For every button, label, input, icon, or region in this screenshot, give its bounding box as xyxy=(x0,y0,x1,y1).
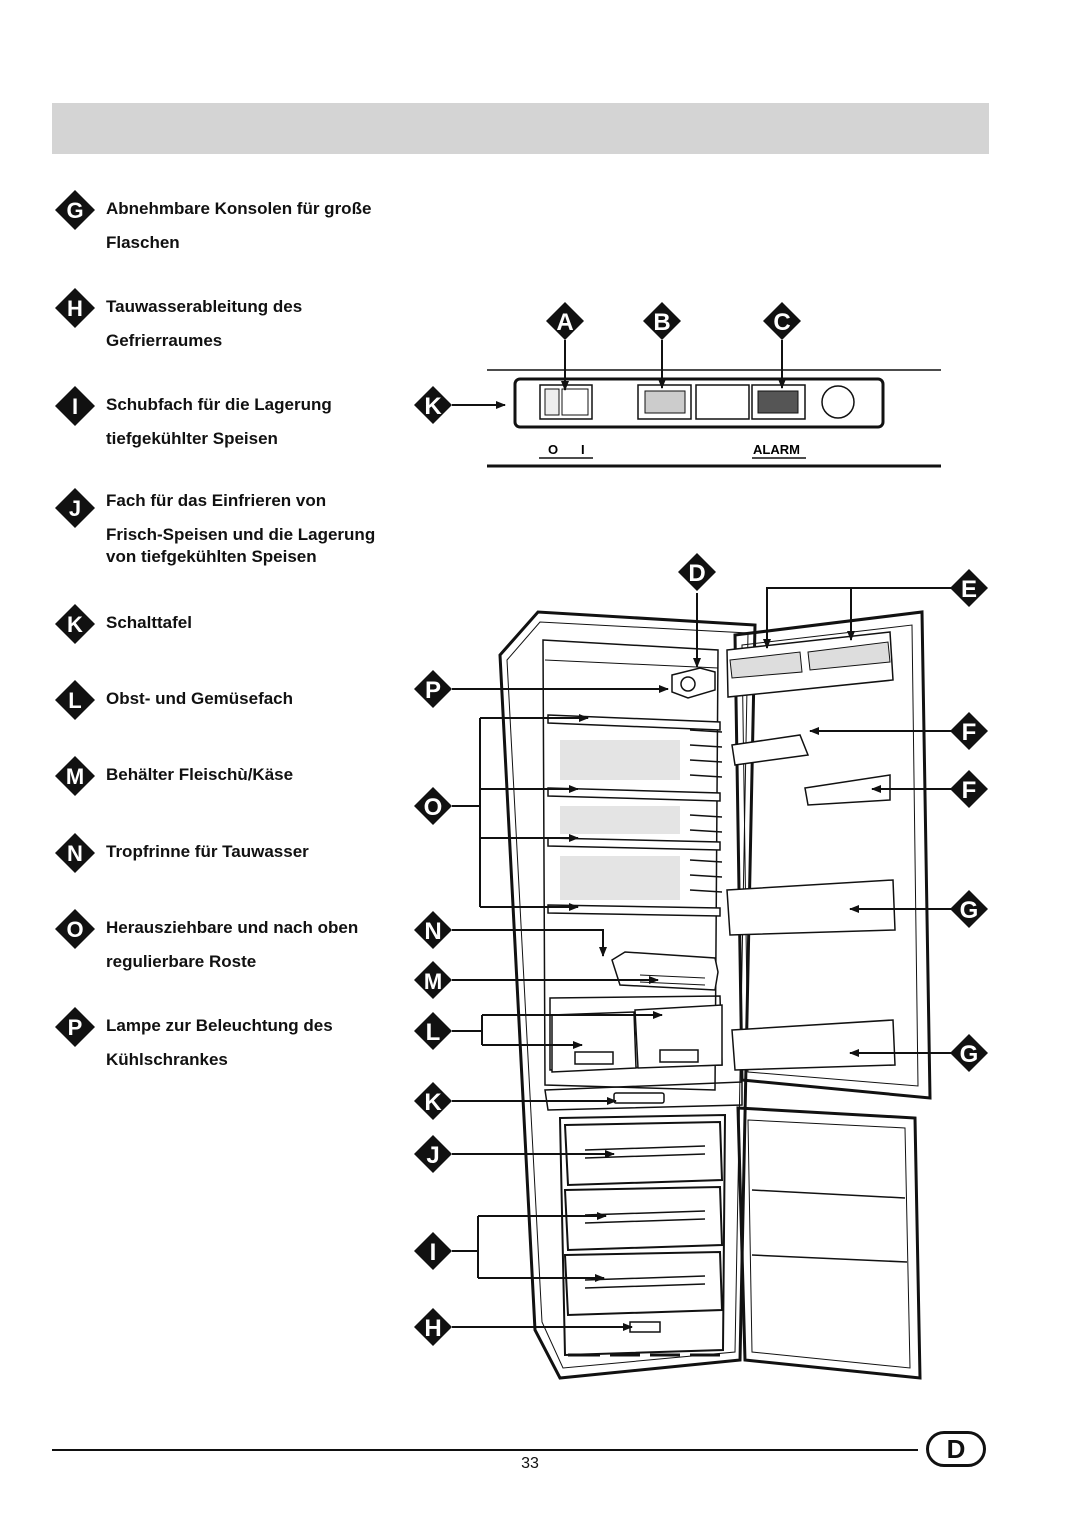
svg-text:M: M xyxy=(66,764,84,789)
svg-text:A: A xyxy=(556,309,573,336)
svg-text:G: G xyxy=(960,1041,979,1068)
svg-text:N: N xyxy=(424,918,441,945)
svg-text:B: B xyxy=(653,309,670,336)
callout-n: N xyxy=(414,911,452,949)
svg-text:P: P xyxy=(68,1015,83,1040)
svg-text:C: C xyxy=(773,309,790,336)
page-number: 33 xyxy=(521,1455,539,1472)
callout-arrows xyxy=(452,587,951,1331)
badge-j-icon: J xyxy=(55,488,95,528)
badge-l-icon: L xyxy=(55,680,95,720)
callout-j: J xyxy=(414,1135,452,1173)
callout-m: M xyxy=(414,961,452,999)
callout-d: D xyxy=(678,553,716,591)
svg-text:M: M xyxy=(424,969,442,994)
svg-text:P: P xyxy=(425,677,441,704)
svg-text:G: G xyxy=(66,198,83,223)
callout-l: L xyxy=(414,1012,452,1050)
callout-h: H xyxy=(414,1308,452,1346)
callout-g1: G xyxy=(950,890,988,928)
svg-text:O: O xyxy=(424,794,443,821)
language-badge: D xyxy=(926,1431,986,1467)
svg-text:E: E xyxy=(961,576,977,603)
badge-n-icon: N xyxy=(55,833,95,873)
svg-text:F: F xyxy=(962,719,977,746)
footer-rule xyxy=(52,1449,918,1451)
svg-text:L: L xyxy=(68,688,81,713)
callout-p: P xyxy=(414,670,452,708)
svg-text:F: F xyxy=(962,777,977,804)
alarm-label: ALARM xyxy=(753,442,800,457)
svg-text:H: H xyxy=(67,296,83,321)
fridge-body xyxy=(498,610,932,1380)
legend-text: Schalttafel xyxy=(106,613,192,632)
callout-a: A xyxy=(546,302,584,340)
switch-off-label: O xyxy=(548,442,558,457)
callout-k: K xyxy=(414,1082,452,1120)
callout-b: B xyxy=(643,302,681,340)
svg-text:D: D xyxy=(688,560,705,587)
badge-g-icon: G xyxy=(55,190,95,230)
svg-text:L: L xyxy=(426,1019,441,1046)
callout-i: I xyxy=(414,1232,452,1270)
svg-text:H: H xyxy=(424,1315,441,1342)
svg-text:G: G xyxy=(960,897,979,924)
callout-e: E xyxy=(950,569,988,607)
svg-text:N: N xyxy=(67,841,83,866)
callout-f1: F xyxy=(950,712,988,750)
legend-text: Tropfrinne für Tauwasser xyxy=(106,842,309,861)
badge-i-icon: I xyxy=(55,386,95,426)
svg-text:J: J xyxy=(69,496,81,521)
svg-text:K: K xyxy=(424,393,442,420)
section-header-bar xyxy=(52,103,989,154)
svg-text:I: I xyxy=(72,394,78,419)
callout-g2: G xyxy=(950,1034,988,1072)
callout-o: O xyxy=(414,787,452,825)
svg-text:K: K xyxy=(67,612,83,637)
callout-c: C xyxy=(763,302,801,340)
legend-text: Obst- und Gemüsefach xyxy=(106,689,294,708)
switch-on-label: I xyxy=(581,442,585,457)
callout-k-panel: K xyxy=(414,386,452,424)
svg-text:J: J xyxy=(426,1142,439,1169)
badge-o-icon: O xyxy=(55,909,95,949)
svg-text:K: K xyxy=(424,1089,442,1116)
callout-f2: F xyxy=(950,770,988,808)
badge-h-icon: H xyxy=(55,288,95,328)
svg-text:O: O xyxy=(66,917,83,942)
control-panel: O I ALARM xyxy=(452,340,941,468)
badge-p-icon: P xyxy=(55,1007,95,1047)
svg-text:I: I xyxy=(430,1239,437,1266)
badge-m-icon: M xyxy=(55,756,95,796)
badge-k-icon: K xyxy=(55,604,95,644)
legend-text: Behälter Fleischù/Käse xyxy=(106,765,294,784)
